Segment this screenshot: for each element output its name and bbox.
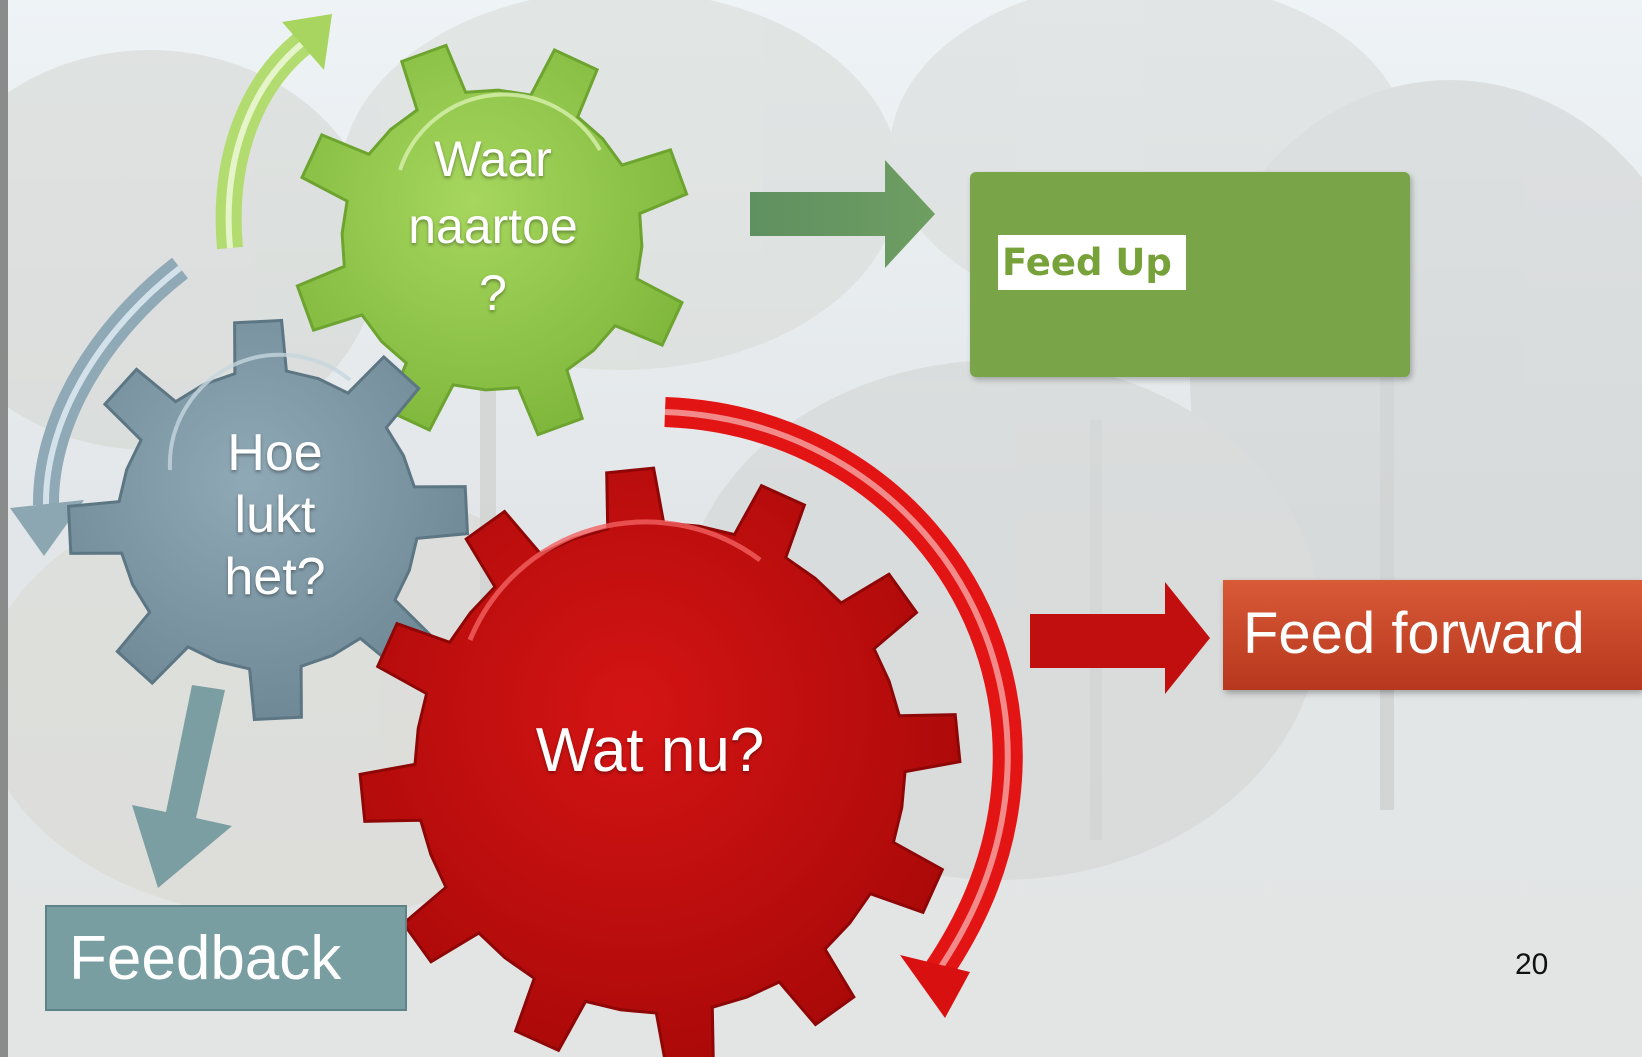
green-curved-arrow-head — [282, 14, 332, 70]
feed-up-arrow — [750, 160, 935, 268]
feed-forward-box: Feed forward — [1223, 580, 1642, 690]
red-curved-arrow-head — [900, 955, 970, 1018]
grey-gear-sheen — [167, 352, 352, 471]
feed-forward-arrow — [1030, 582, 1210, 694]
grey-curved-arrow-highlight — [42, 265, 182, 506]
feedback-box: Feedback — [45, 905, 407, 1011]
feed-up-label: Feed Up — [998, 235, 1186, 290]
slide-number: 20 — [1515, 948, 1549, 981]
gear-label-wat-nu: Wat nu? — [535, 716, 765, 785]
feedback-arrow — [132, 685, 232, 888]
green-gear-sheen — [398, 92, 602, 171]
gear-label-hoe-lukt-het: Hoe lukt het? — [224, 424, 326, 606]
left-edge — [0, 0, 8, 1057]
gear-wat-nu — [358, 466, 962, 1057]
green-curved-arrow-highlight — [225, 33, 314, 249]
red-gear-sheen — [467, 519, 762, 641]
gear-label-waar-naartoe: Waar naartoe ? — [408, 131, 578, 321]
gear-waar-naartoe — [295, 43, 689, 437]
red-curved-arrow-highlight — [664, 409, 1011, 982]
grey-curved-arrow-head — [10, 500, 84, 556]
